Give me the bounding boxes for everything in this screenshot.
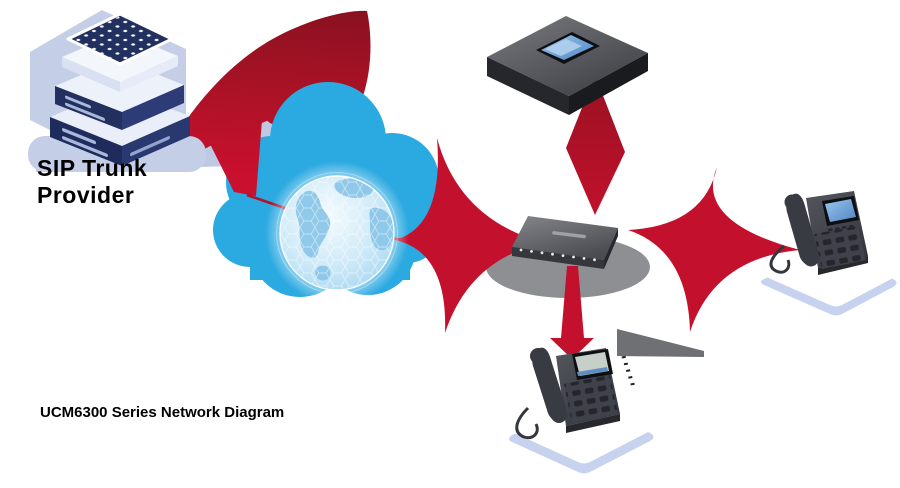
red-wedge-arrow-icon bbox=[208, 120, 262, 196]
sip-server-label: SIP Trunk Provider bbox=[37, 155, 147, 209]
diagram-caption: UCM6300 Series Network Diagram bbox=[40, 404, 285, 421]
arrow-ucm-to-router-icon bbox=[566, 75, 625, 215]
phone-screen bbox=[825, 199, 856, 222]
router-led-strip bbox=[519, 248, 596, 262]
arrow-router-to-phone-icon bbox=[550, 266, 594, 359]
phone-handset bbox=[784, 193, 819, 267]
router-logo bbox=[552, 231, 586, 239]
router-icon bbox=[512, 216, 618, 269]
white-highlight-shape bbox=[738, 326, 898, 486]
ip-phone-bottom bbox=[509, 347, 654, 474]
shadow-wedge bbox=[617, 329, 704, 357]
double-arrow-cloud-router-icon bbox=[395, 138, 545, 333]
sip-server-label-line1: SIP Trunk bbox=[37, 155, 148, 181]
double-arrow-router-phone-icon bbox=[628, 167, 800, 332]
ippbx-appliance-icon bbox=[487, 16, 648, 115]
phone-handset bbox=[530, 347, 567, 423]
phone-cord bbox=[769, 244, 791, 274]
ip-phone-right bbox=[761, 191, 897, 316]
globe-icon bbox=[265, 161, 409, 305]
server-stack-icon bbox=[28, 10, 206, 172]
phone-cord bbox=[515, 406, 539, 440]
sip-server-label-line2: Provider bbox=[37, 182, 135, 208]
